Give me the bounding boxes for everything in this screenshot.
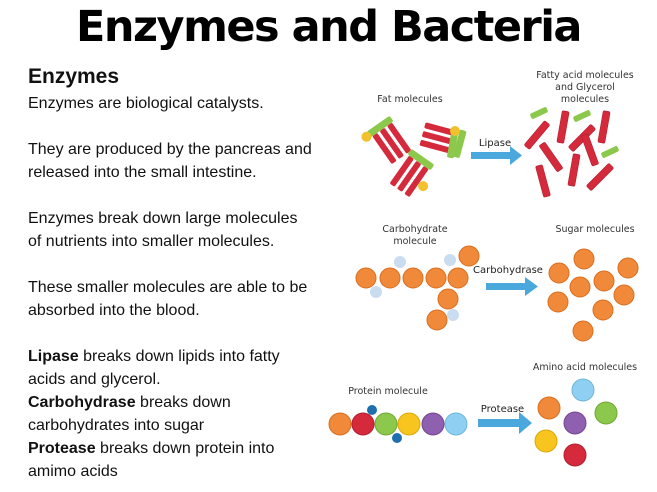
fatty-acid-label-1: Fatty acid molecules: [536, 70, 634, 81]
fat-molecule-3: [390, 149, 434, 197]
paragraph-pancreas-2: released into the small intestine.: [28, 164, 257, 181]
carbohydrate-label-1: Carbohydrate: [382, 224, 448, 235]
sugar-molecules-label: Sugar molecules: [555, 224, 635, 235]
fat-molecules-label: Fat molecules: [377, 94, 443, 105]
fatty-acids-and-glycerol: [523, 107, 619, 198]
fatty-acid-label-3: molecules: [560, 94, 610, 105]
paragraph-catalysts: Enzymes are biological catalysts.: [28, 95, 264, 112]
carbohydrate-chain: [355, 245, 480, 331]
amino-acid-molecules: [534, 378, 618, 467]
lipase-enzyme-label: Lipase: [478, 138, 512, 149]
carbohydrate-label-2: molecule: [393, 236, 437, 247]
protease-enzyme-label: Protease: [480, 404, 525, 415]
carbohydrase-arrow-icon: [486, 277, 538, 296]
amino-acid-label: Amino acid molecules: [532, 362, 638, 373]
lipase-term: Lipase: [28, 348, 79, 365]
paragraph-pancreas-1: They are produced by the pancreas and: [28, 141, 312, 158]
sugar-molecules: [547, 248, 639, 342]
enzymes-text-column: Enzymes Enzymes are biological catalysts…: [28, 64, 348, 483]
fatty-acid-label-2: and Glycerol: [555, 82, 615, 93]
protein-chain: [328, 405, 468, 443]
section-heading: Enzymes: [28, 65, 120, 88]
fat-molecule-2: [419, 122, 467, 158]
protease-term: Protease: [28, 440, 96, 457]
protein-molecule-label: Protein molecule: [348, 386, 428, 397]
protease-line-1: Protease breaks down protein into: [28, 440, 275, 457]
fat-molecule-1: [361, 116, 411, 164]
protease-line-2: amimo acids: [28, 463, 118, 480]
paragraph-breakdown-2: of nutrients into smaller molecules.: [28, 233, 275, 250]
paragraph-absorbed-2: absorbed into the blood.: [28, 302, 200, 319]
carbohydrase-term: Carbohydrase: [28, 394, 136, 411]
paragraph-absorbed-1: These smaller molecules are able to be: [28, 279, 308, 296]
carbohydrase-enzyme-label: Carbohydrase: [473, 265, 543, 276]
carbohydrase-line-2: carbohydrates into sugar: [28, 417, 205, 434]
carbohydrase-line-1: Carbohydrase breaks down: [28, 394, 231, 411]
lipase-line-1: Lipase breaks down lipids into fatty: [28, 348, 280, 365]
protease-arrow-icon: [478, 412, 532, 434]
paragraph-breakdown-1: Enzymes break down large molecules: [28, 210, 298, 227]
lipase-line-2: acids and glycerol.: [28, 371, 161, 388]
page-title: Enzymes and Bacteria: [76, 2, 582, 52]
